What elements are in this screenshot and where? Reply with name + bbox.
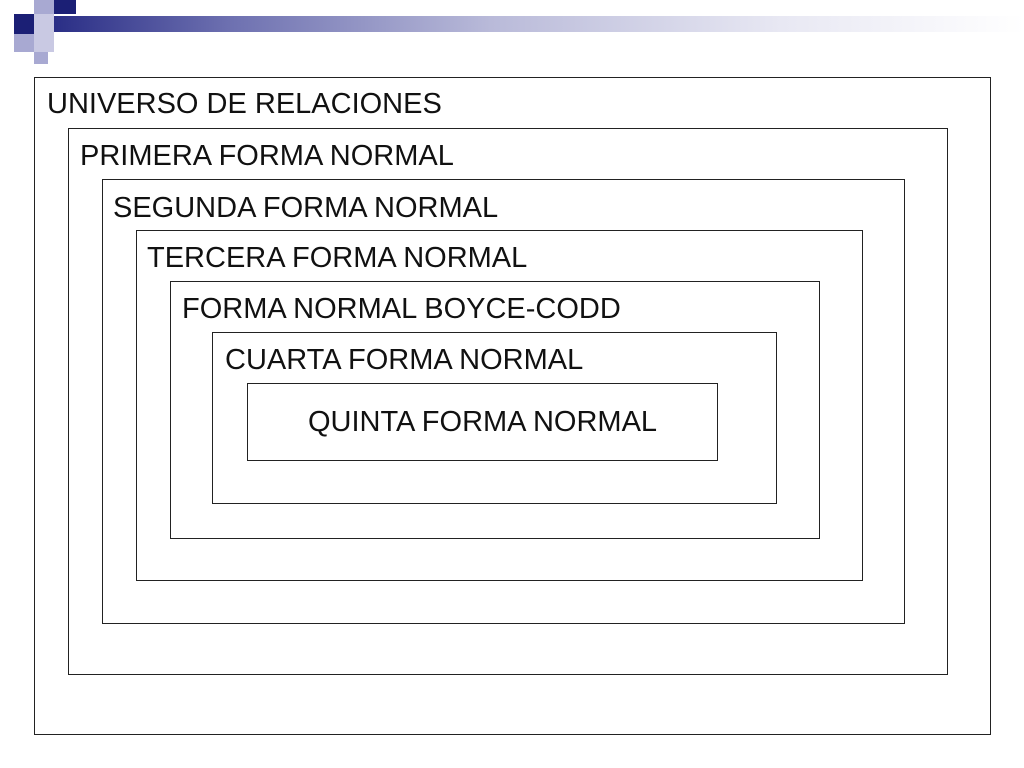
label-segunda-forma-normal: SEGUNDA FORMA NORMAL [113,192,499,224]
box-universo-de-relaciones: UNIVERSO DE RELACIONES [34,77,991,735]
box-segunda-forma-normal: SEGUNDA FORMA NORMAL [102,179,905,624]
label-cuarta-forma-normal: CUARTA FORMA NORMAL [225,344,584,376]
header-gradient-bar [54,16,1024,32]
decor-square-light-3 [34,52,48,64]
label-forma-normal-boyce-codd: FORMA NORMAL BOYCE-CODD [182,293,621,325]
decor-square-light [34,0,54,14]
box-cuarta-forma-normal: CUARTA FORMA NORMAL [212,332,777,504]
decor-square-light-2 [14,34,34,52]
box-forma-normal-boyce-codd: FORMA NORMAL BOYCE-CODD [170,281,820,539]
label-tercera-forma-normal: TERCERA FORMA NORMAL [147,242,528,274]
label-quinta-forma-normal: QUINTA FORMA NORMAL [307,405,658,438]
box-quinta-forma-normal: QUINTA FORMA NORMAL [247,383,718,461]
box-tercera-forma-normal: TERCERA FORMA NORMAL [136,230,863,581]
decor-square-lilac-2 [34,34,54,52]
decor-square-lilac [34,14,54,34]
label-primera-forma-normal: PRIMERA FORMA NORMAL [80,140,454,172]
decor-square-navy [14,14,34,34]
decor-square-navy-2 [54,0,76,14]
box-primera-forma-normal: PRIMERA FORMA NORMAL [68,128,948,675]
label-universo-de-relaciones: UNIVERSO DE RELACIONES [47,88,442,120]
